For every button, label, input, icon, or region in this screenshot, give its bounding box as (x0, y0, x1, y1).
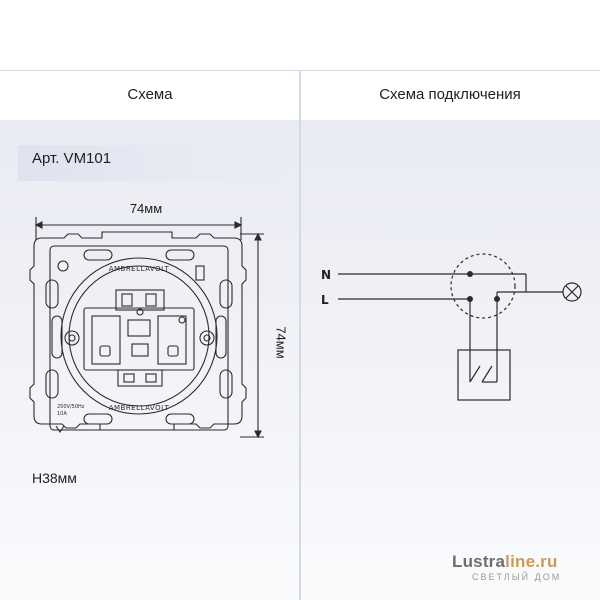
device-brand-bottom: AMBRELLAVOLT (109, 404, 170, 412)
neutral-label: N (321, 268, 331, 282)
depth-label: Н38мм (32, 470, 77, 486)
lamp-icon (562, 282, 582, 302)
wiring-panel (301, 120, 600, 600)
wiring-title: Схема подключения (379, 86, 521, 103)
article-label: Арт. VM101 (32, 150, 112, 167)
live-label: L (321, 293, 329, 307)
rating-current: 10A (57, 411, 67, 417)
rating-voltage: 250V/50Hz (57, 404, 85, 410)
logo-tagline: СВЕТЛЫЙ ДОМ (472, 572, 562, 582)
column-divider (299, 70, 301, 600)
screw-right (199, 330, 215, 346)
mechanism-body (60, 257, 218, 415)
width-dimension-label: 74мм (129, 201, 163, 216)
device-drawing: AMBRELLAVOLT AMBRELLAVOLT 250V/50Hz 10A (29, 217, 264, 439)
switch-box (457, 349, 511, 401)
device-brand-top: AMBRELLAVOLT (109, 265, 170, 273)
junction-box (450, 253, 516, 319)
schema-title: Схема (127, 86, 173, 103)
logo-wordmark: Lustraline.ru (452, 552, 558, 571)
site-logo[interactable]: Lustraline.ru СВЕТЛЫЙ ДОМ (452, 552, 592, 582)
mounting-frame (29, 231, 247, 431)
screw-left (64, 330, 80, 346)
article-box (18, 145, 290, 181)
height-dimension-label: 74мм (273, 326, 289, 359)
switch-block (83, 307, 195, 371)
wiring-diagram: N L (321, 253, 582, 401)
